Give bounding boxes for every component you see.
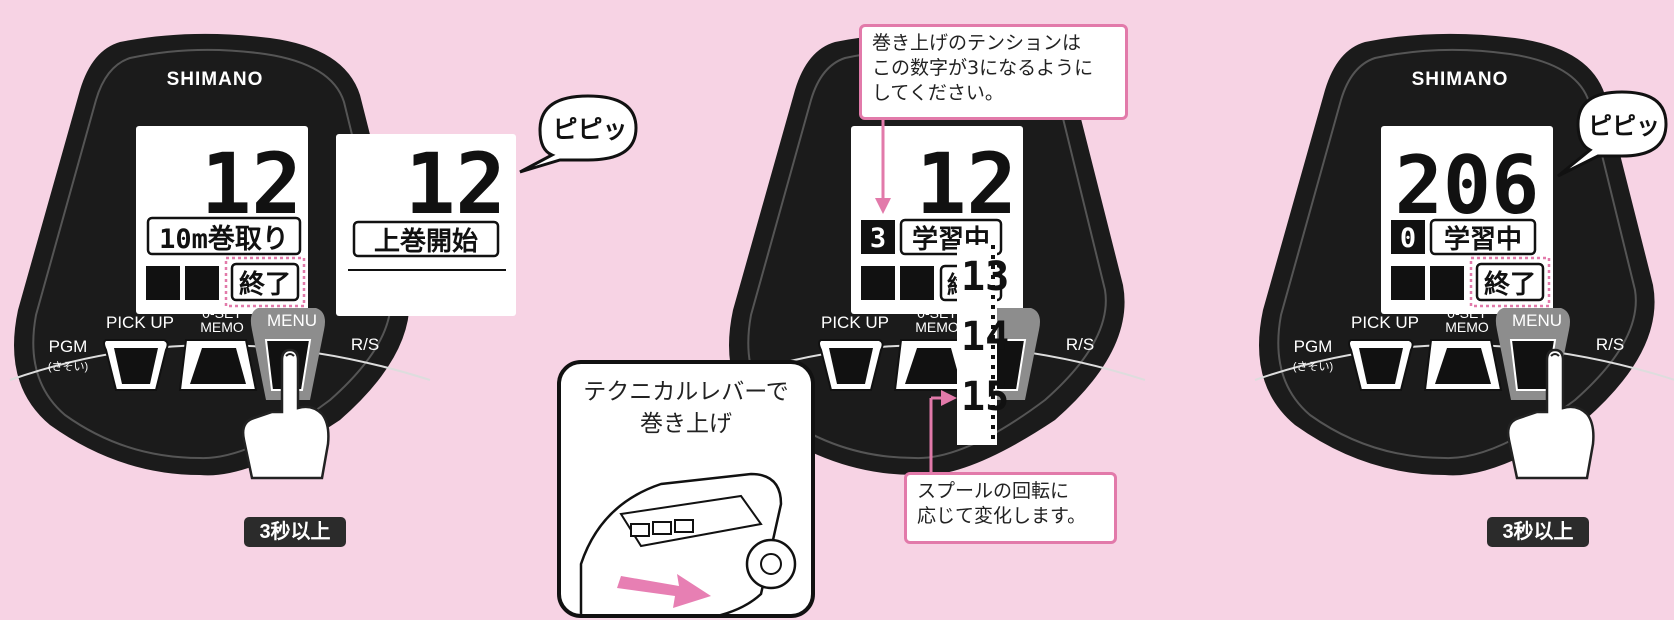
technical-lever-panel: テクニカルレバーで 巻き上げ: [557, 360, 815, 618]
lever-caption-line: テクニカルレバーで: [583, 379, 789, 405]
lever-caption-line: 巻き上げ: [640, 411, 732, 437]
pgm-button[interactable]: [103, 339, 169, 391]
arrow-down-icon: [875, 198, 891, 214]
pickup-label: PICK UP: [106, 313, 174, 332]
brand-logo: SHIMANO: [1412, 69, 1509, 90]
tension-value: 3: [870, 223, 886, 254]
menu-label: MENU: [1512, 311, 1562, 330]
zero-set-label: 0-SET: [1447, 305, 1487, 321]
memo-label: MEMO: [200, 319, 244, 335]
end-label: 終了: [1484, 269, 1536, 300]
memo-label: MEMO: [915, 319, 959, 335]
reel-display-panel-2: 12 3 学習中 終了 PICK UP 0-SET MEMO R/S: [724, 32, 1146, 496]
callout-line: この数字が3になるように: [872, 57, 1094, 79]
zero-set-label: 0-SET: [202, 305, 242, 321]
zero-set-button[interactable]: [1423, 339, 1503, 391]
zero-set-button[interactable]: [178, 339, 258, 391]
pgm-label: PGM: [49, 337, 88, 356]
pgm-button[interactable]: [818, 339, 884, 391]
depth-readout: 12: [916, 135, 1017, 233]
beep-text-2: ピピッ: [1588, 112, 1660, 140]
callout-line: してください。: [872, 82, 1004, 104]
rolling-number-15: 15: [961, 374, 1009, 420]
brand-logo: SHIMANO: [167, 69, 264, 90]
lcd-screen: 12 10m巻取り 終了: [136, 126, 308, 314]
spool-callout: スプールの回転に 応じて変化します。: [904, 472, 1117, 544]
rolling-counter: 13 14 15: [957, 245, 1009, 445]
beep-bubble-2: ピピッ: [1557, 90, 1668, 178]
arrow-right-icon: [617, 574, 711, 608]
beep-text-1: ピピッ: [552, 115, 627, 144]
tension-value: 0: [1400, 223, 1416, 254]
zero-set-button[interactable]: [893, 339, 973, 391]
zero-set-label: 0-SET: [917, 305, 957, 321]
tension-callout: 巻き上げのテンションは この数字が3になるように してください。: [859, 24, 1128, 120]
rs-label: R/S: [1596, 335, 1624, 354]
rolling-number-14: 14: [961, 314, 1009, 360]
rs-label: R/S: [1066, 335, 1094, 354]
beep-bubble-1: ピピッ: [519, 94, 638, 174]
hold-duration-badge-2: 3秒以上: [1487, 517, 1589, 547]
hold-duration-badge-1: 3秒以上: [244, 517, 346, 547]
popup-depth-readout: 12: [405, 135, 506, 233]
status-label: 学習中: [1444, 224, 1522, 255]
reel-display-panel-1: SHIMANO 12 10m巻取り 終了 PICK UP 0-SET MEMO …: [9, 32, 431, 480]
pgm-sub-label: (さそい): [48, 360, 88, 373]
end-label: 終了: [239, 269, 291, 300]
reel-display-panel-3: SHIMANO 206 0 学習中 終了 PICK UP 0-SET MEMO …: [1254, 32, 1674, 480]
popup-message: 上巻開始: [374, 227, 478, 257]
pickup-label: PICK UP: [821, 313, 889, 332]
pgm-label: PGM: [1294, 337, 1333, 356]
lcd-screen: 206 0 学習中 終了: [1381, 126, 1553, 314]
popup-screen: 12 上巻開始: [336, 134, 516, 316]
pickup-label: PICK UP: [1351, 313, 1419, 332]
depth-readout: 206: [1395, 139, 1540, 232]
menu-label: MENU: [267, 311, 317, 330]
rolling-number-13: 13: [961, 254, 1009, 300]
memo-label: MEMO: [1445, 319, 1489, 335]
pgm-sub-label: (さそい): [1293, 360, 1333, 373]
callout-line: スプールの回転に: [917, 480, 1070, 502]
pgm-button[interactable]: [1348, 339, 1414, 391]
arrow-right-icon: [941, 390, 957, 406]
rs-label: R/S: [351, 335, 379, 354]
mode-label: 10m巻取り: [159, 224, 289, 255]
callout-line: 巻き上げのテンションは: [872, 32, 1082, 54]
depth-readout: 12: [201, 135, 302, 233]
callout-line: 応じて変化します。: [917, 505, 1087, 527]
reel-illustration: [579, 472, 797, 614]
